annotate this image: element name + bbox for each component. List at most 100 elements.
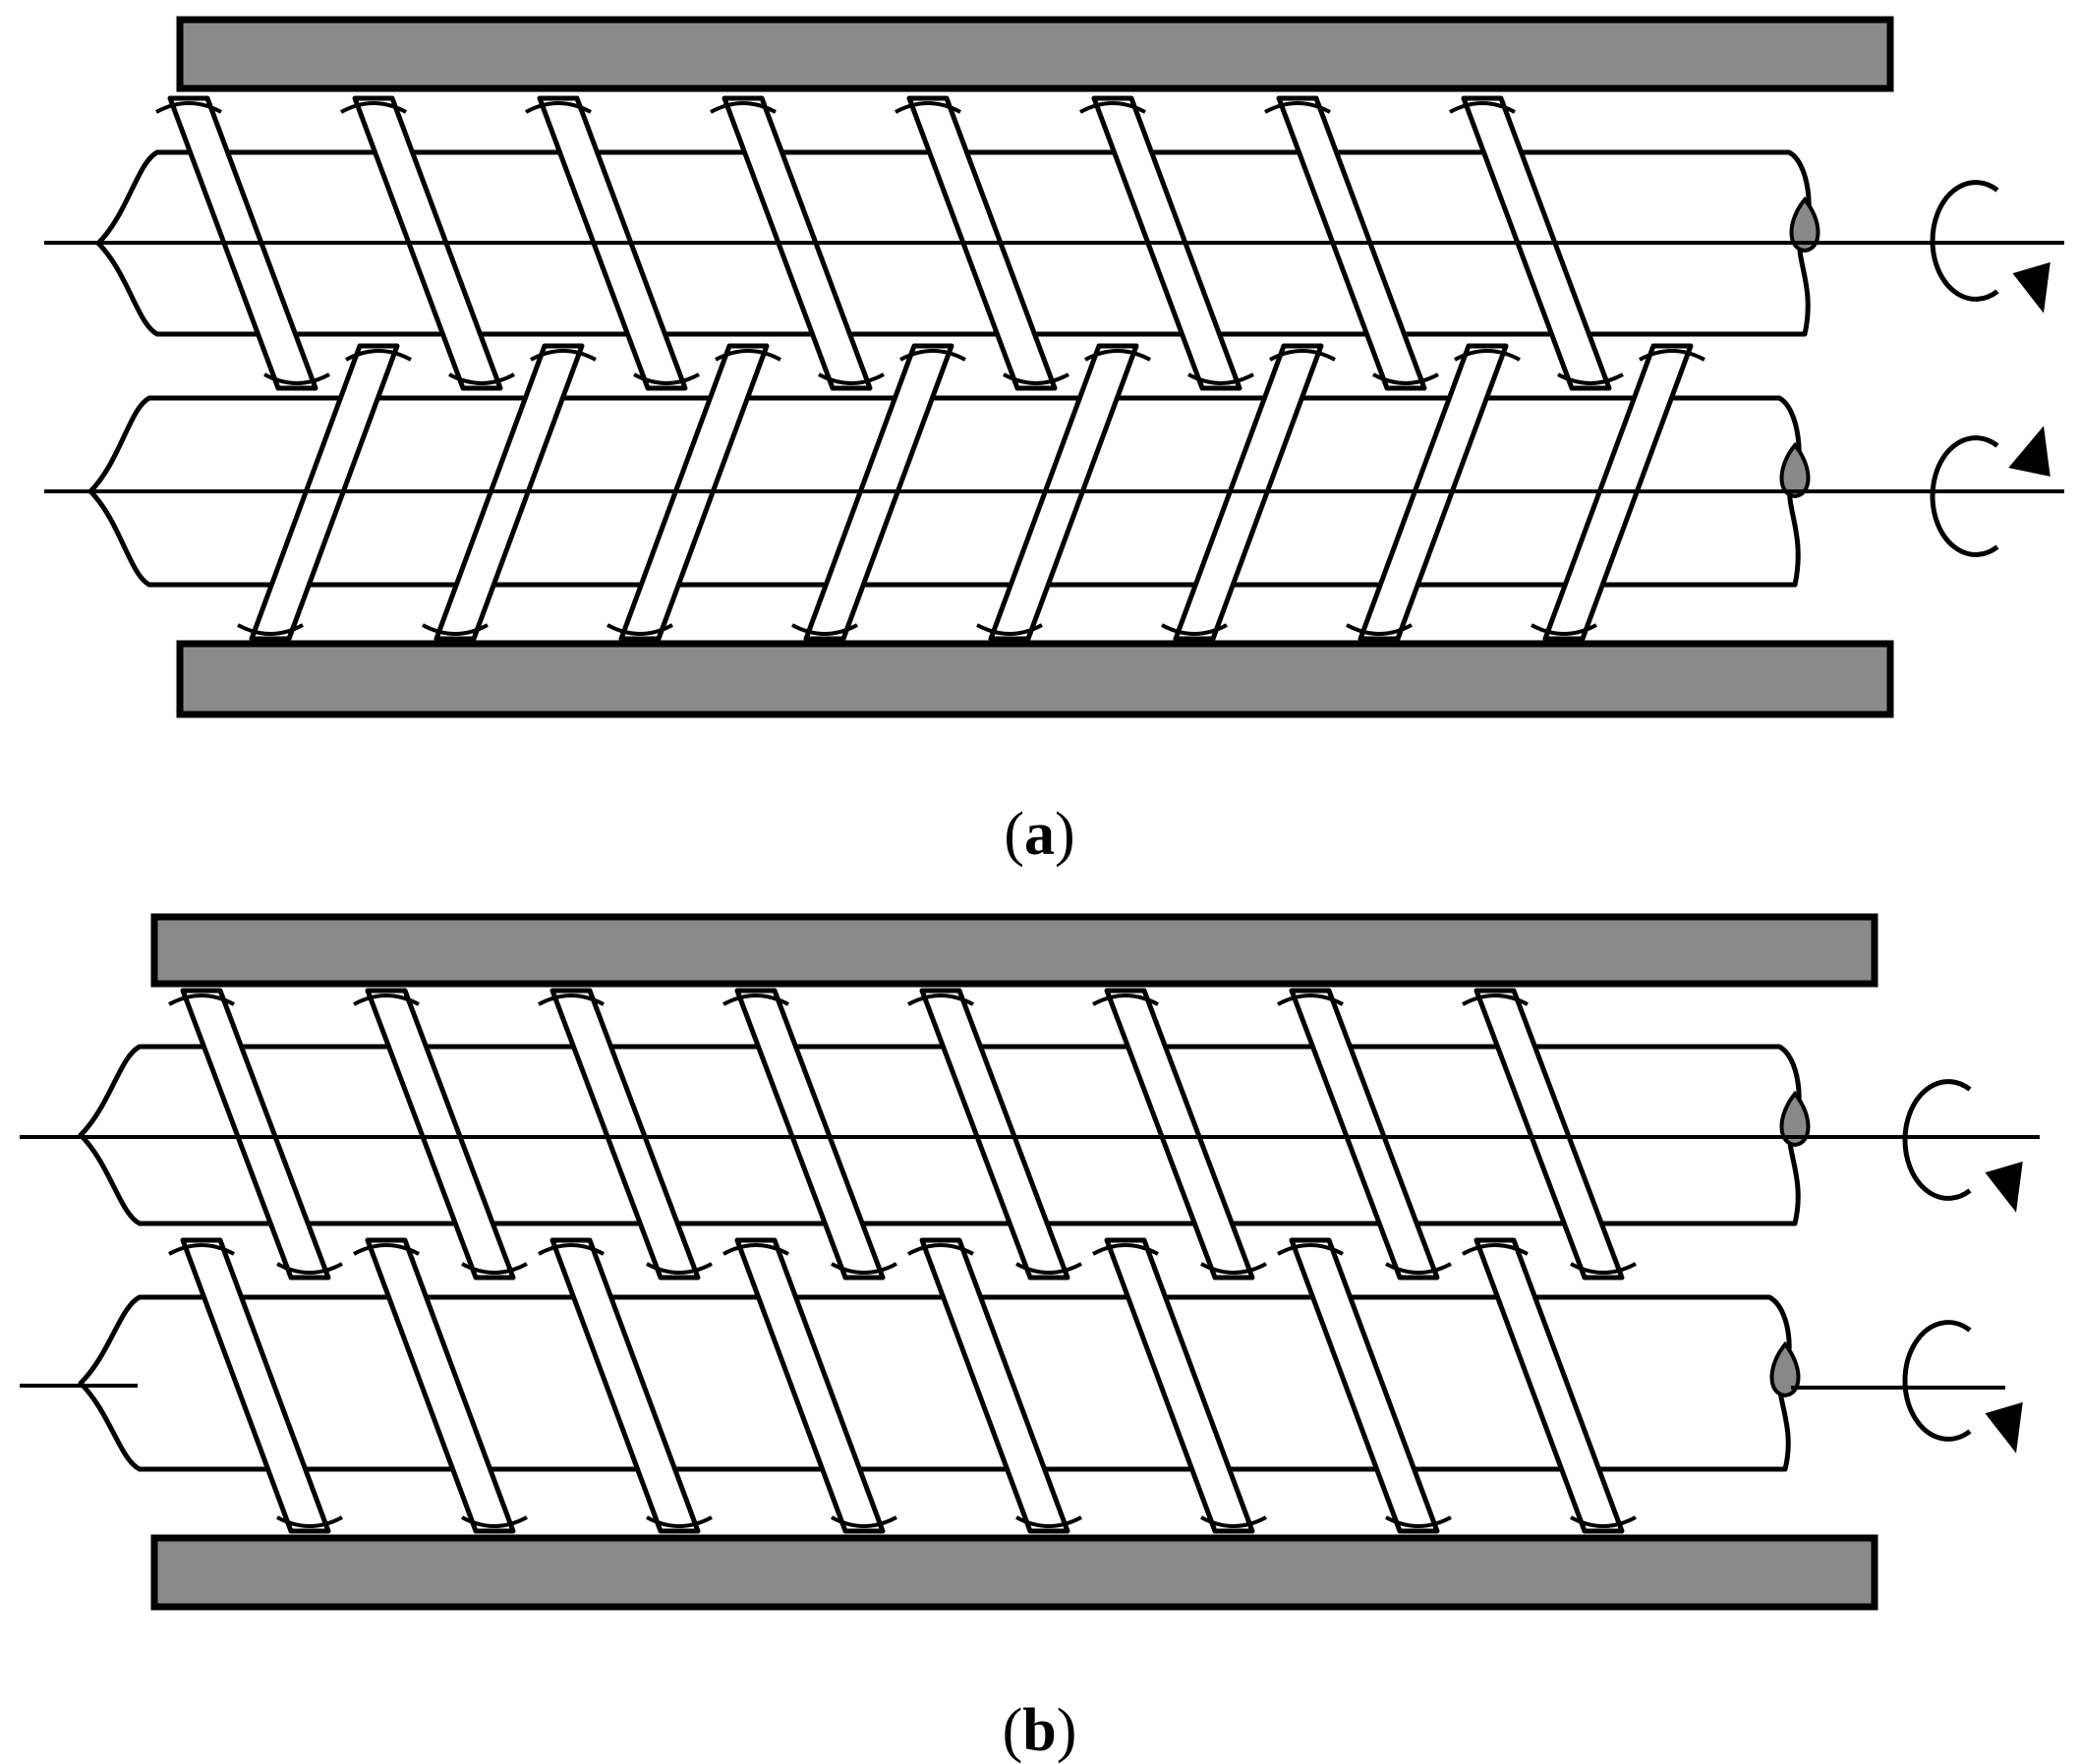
- flight-edge: [1003, 372, 1069, 385]
- barrel-bottom: [176, 640, 1894, 718]
- flight-edge: [263, 372, 330, 385]
- flight-edge: [831, 1515, 897, 1528]
- flight-edge: [538, 1243, 605, 1256]
- flight-edge: [1639, 349, 1705, 362]
- flight-edge: [722, 994, 789, 1006]
- barrel-bottom: [150, 1534, 1878, 1611]
- flight-edge: [606, 623, 673, 636]
- screw-cut-face: [1779, 441, 1811, 499]
- rotation-indicator-lower: [1902, 1320, 2023, 1453]
- flight-edge: [1530, 623, 1597, 636]
- rotation-arrow-icon: [2012, 261, 2050, 313]
- screw-flight: [919, 1237, 1070, 1534]
- flight-edge: [237, 623, 304, 636]
- flight-edge: [895, 101, 961, 114]
- flight-edge: [1570, 1515, 1637, 1528]
- flight-edge: [530, 349, 597, 362]
- flight-edge: [1462, 1243, 1529, 1256]
- flight-edge: [155, 101, 222, 114]
- flight-edge: [1200, 1515, 1267, 1528]
- flight-edge: [276, 1262, 343, 1275]
- flight-edge: [791, 623, 858, 636]
- rotation-arrow-icon: [1985, 1401, 2023, 1453]
- rotation-arc: [1902, 1320, 1972, 1442]
- flight-edge: [818, 372, 885, 385]
- flight-edge: [168, 994, 235, 1006]
- screw-flight: [734, 988, 886, 1280]
- flight-edge: [353, 1243, 420, 1256]
- flight-edge: [1385, 1262, 1452, 1275]
- flight-edge: [345, 349, 412, 362]
- screw-flight: [919, 988, 1070, 1280]
- panel-b: [20, 913, 2040, 1611]
- flight-edge: [646, 1515, 713, 1528]
- flight-edge: [831, 1262, 897, 1275]
- screw-flight: [1473, 1237, 1625, 1534]
- flight-edge: [1092, 1243, 1159, 1256]
- rotation-indicator-upper: [1902, 1079, 2023, 1213]
- screw-lower: [20, 1237, 1801, 1534]
- rotation-arc: [1930, 180, 1999, 302]
- flight-edge: [1161, 623, 1228, 636]
- flight-edge: [1462, 994, 1529, 1006]
- flight-edge: [1084, 349, 1151, 362]
- flight-edge: [1454, 349, 1521, 362]
- screw-cut-face: [1769, 1340, 1801, 1398]
- screw-flight: [1473, 988, 1625, 1280]
- screw-upper: [20, 988, 2040, 1280]
- flight-edge: [1385, 1515, 1452, 1528]
- flight-edge: [899, 349, 966, 362]
- screw-flight: [180, 988, 331, 1280]
- flight-edge: [448, 372, 515, 385]
- screw-flight: [365, 1237, 516, 1534]
- rotation-indicator-upper: [1930, 180, 2050, 313]
- flight-edge: [1264, 101, 1331, 114]
- flight-edge: [1269, 349, 1336, 362]
- flight-edge: [1449, 101, 1516, 114]
- flight-edge: [1570, 1262, 1637, 1275]
- screw-flight: [365, 988, 516, 1280]
- screw-cut-face: [1789, 196, 1820, 254]
- flight-edge: [710, 101, 777, 114]
- rotation-arrow-icon: [1985, 1161, 2023, 1213]
- flight-edge: [722, 1243, 789, 1256]
- barrel-top: [176, 16, 1894, 92]
- screw-lower: [44, 343, 2064, 642]
- flight-edge: [646, 1262, 713, 1275]
- rotation-indicator-lower: [1930, 426, 2050, 557]
- flight-edge: [1187, 372, 1254, 385]
- flight-edge: [1277, 1243, 1344, 1256]
- caption-b: (b): [1002, 1697, 1077, 1764]
- flight-edge: [461, 1515, 528, 1528]
- screw-flight: [180, 1237, 331, 1534]
- flight-edge: [461, 1262, 528, 1275]
- flight-edge: [907, 994, 974, 1006]
- screw-flight: [1289, 988, 1440, 1280]
- screw-flight: [549, 1237, 701, 1534]
- flight-edge: [525, 101, 592, 114]
- flight-edge: [976, 623, 1043, 636]
- flight-edge: [1346, 623, 1413, 636]
- screw-upper: [44, 95, 2064, 391]
- flight-edge: [633, 372, 700, 385]
- flight-edge: [907, 1243, 974, 1256]
- flight-edge: [1200, 1262, 1267, 1275]
- flight-edge: [1277, 994, 1344, 1006]
- screw-flight: [1104, 1237, 1255, 1534]
- flight-edge: [1015, 1262, 1082, 1275]
- rotation-arrow-icon: [2008, 426, 2050, 477]
- screw-flight: [1289, 1237, 1440, 1534]
- caption-a: (a): [1004, 801, 1075, 868]
- barrel-top: [150, 913, 1878, 988]
- screw-flight: [1104, 988, 1255, 1280]
- rotation-arc: [1902, 1079, 1972, 1201]
- flight-edge: [276, 1515, 343, 1528]
- flight-edge: [168, 1243, 235, 1256]
- screw-flight: [549, 988, 701, 1280]
- flight-edge: [353, 994, 420, 1006]
- screw-flight: [734, 1237, 886, 1534]
- flight-edge: [340, 101, 407, 114]
- flight-edge: [422, 623, 489, 636]
- screw-cut-face: [1779, 1090, 1811, 1148]
